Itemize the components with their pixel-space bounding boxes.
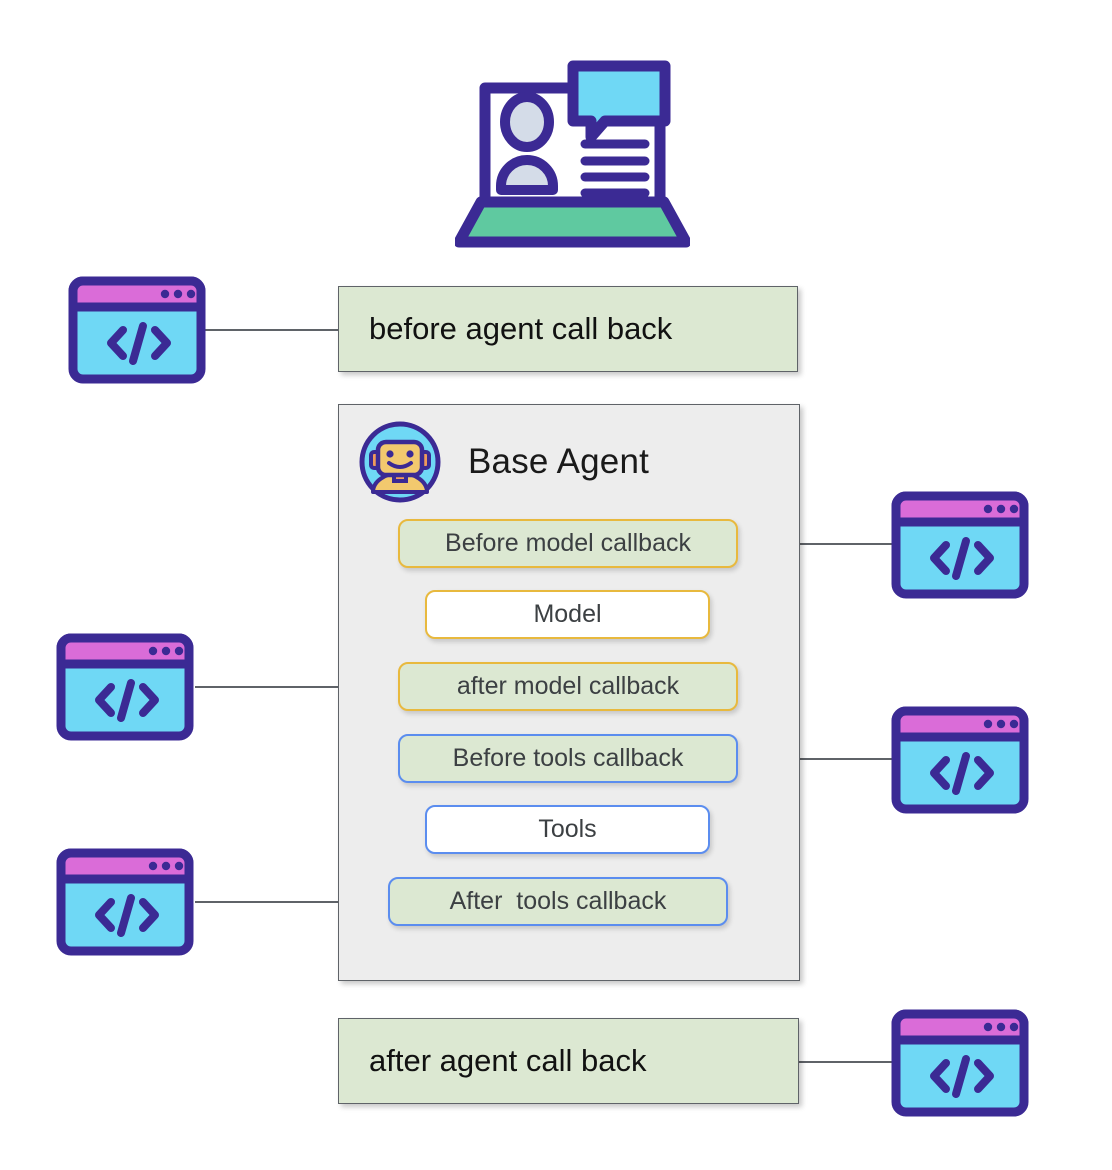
after-agent-callback-label: after agent call back: [369, 1043, 647, 1078]
connector-before-model: [737, 543, 893, 545]
code-window-icon-before-agent[interactable]: [67, 275, 207, 385]
after-model-callback-label: after model callback: [456, 672, 680, 700]
model-label: Model: [533, 600, 602, 628]
robot-avatar-icon: [358, 420, 442, 504]
after-tools-callback-label: After tools callback: [449, 887, 667, 915]
before-agent-callback-label: before agent call back: [369, 311, 673, 346]
after-agent-callback-box[interactable]: after agent call back: [338, 1018, 799, 1104]
before-model-callback-box[interactable]: Before model callback: [398, 519, 738, 568]
connector-before-agent: [205, 329, 340, 331]
before-model-callback-label: Before model callback: [445, 529, 691, 557]
code-window-icon-before-model[interactable]: [890, 490, 1030, 600]
before-agent-callback-box[interactable]: before agent call back: [338, 286, 798, 372]
tools-box[interactable]: Tools: [425, 805, 710, 854]
base-agent-header: Base Agent: [358, 420, 649, 504]
connector-after-tools: [195, 901, 390, 903]
base-agent-label: Base Agent: [468, 442, 650, 481]
connector-after-model: [195, 686, 400, 688]
after-model-callback-box[interactable]: after model callback: [398, 662, 738, 711]
video-call-laptop-icon: [455, 50, 690, 250]
after-tools-callback-box[interactable]: After tools callback: [388, 877, 728, 926]
code-window-icon-after-tools[interactable]: [55, 847, 195, 957]
connector-after-agent: [799, 1061, 895, 1063]
before-tools-callback-label: Before tools callback: [452, 744, 684, 772]
code-window-icon-after-agent[interactable]: [890, 1008, 1030, 1118]
before-tools-callback-box[interactable]: Before tools callback: [398, 734, 738, 783]
tools-label: Tools: [538, 815, 597, 843]
code-window-icon-before-tools[interactable]: [890, 705, 1030, 815]
code-window-icon-after-model[interactable]: [55, 632, 195, 742]
model-box[interactable]: Model: [425, 590, 710, 639]
connector-before-tools: [737, 758, 893, 760]
